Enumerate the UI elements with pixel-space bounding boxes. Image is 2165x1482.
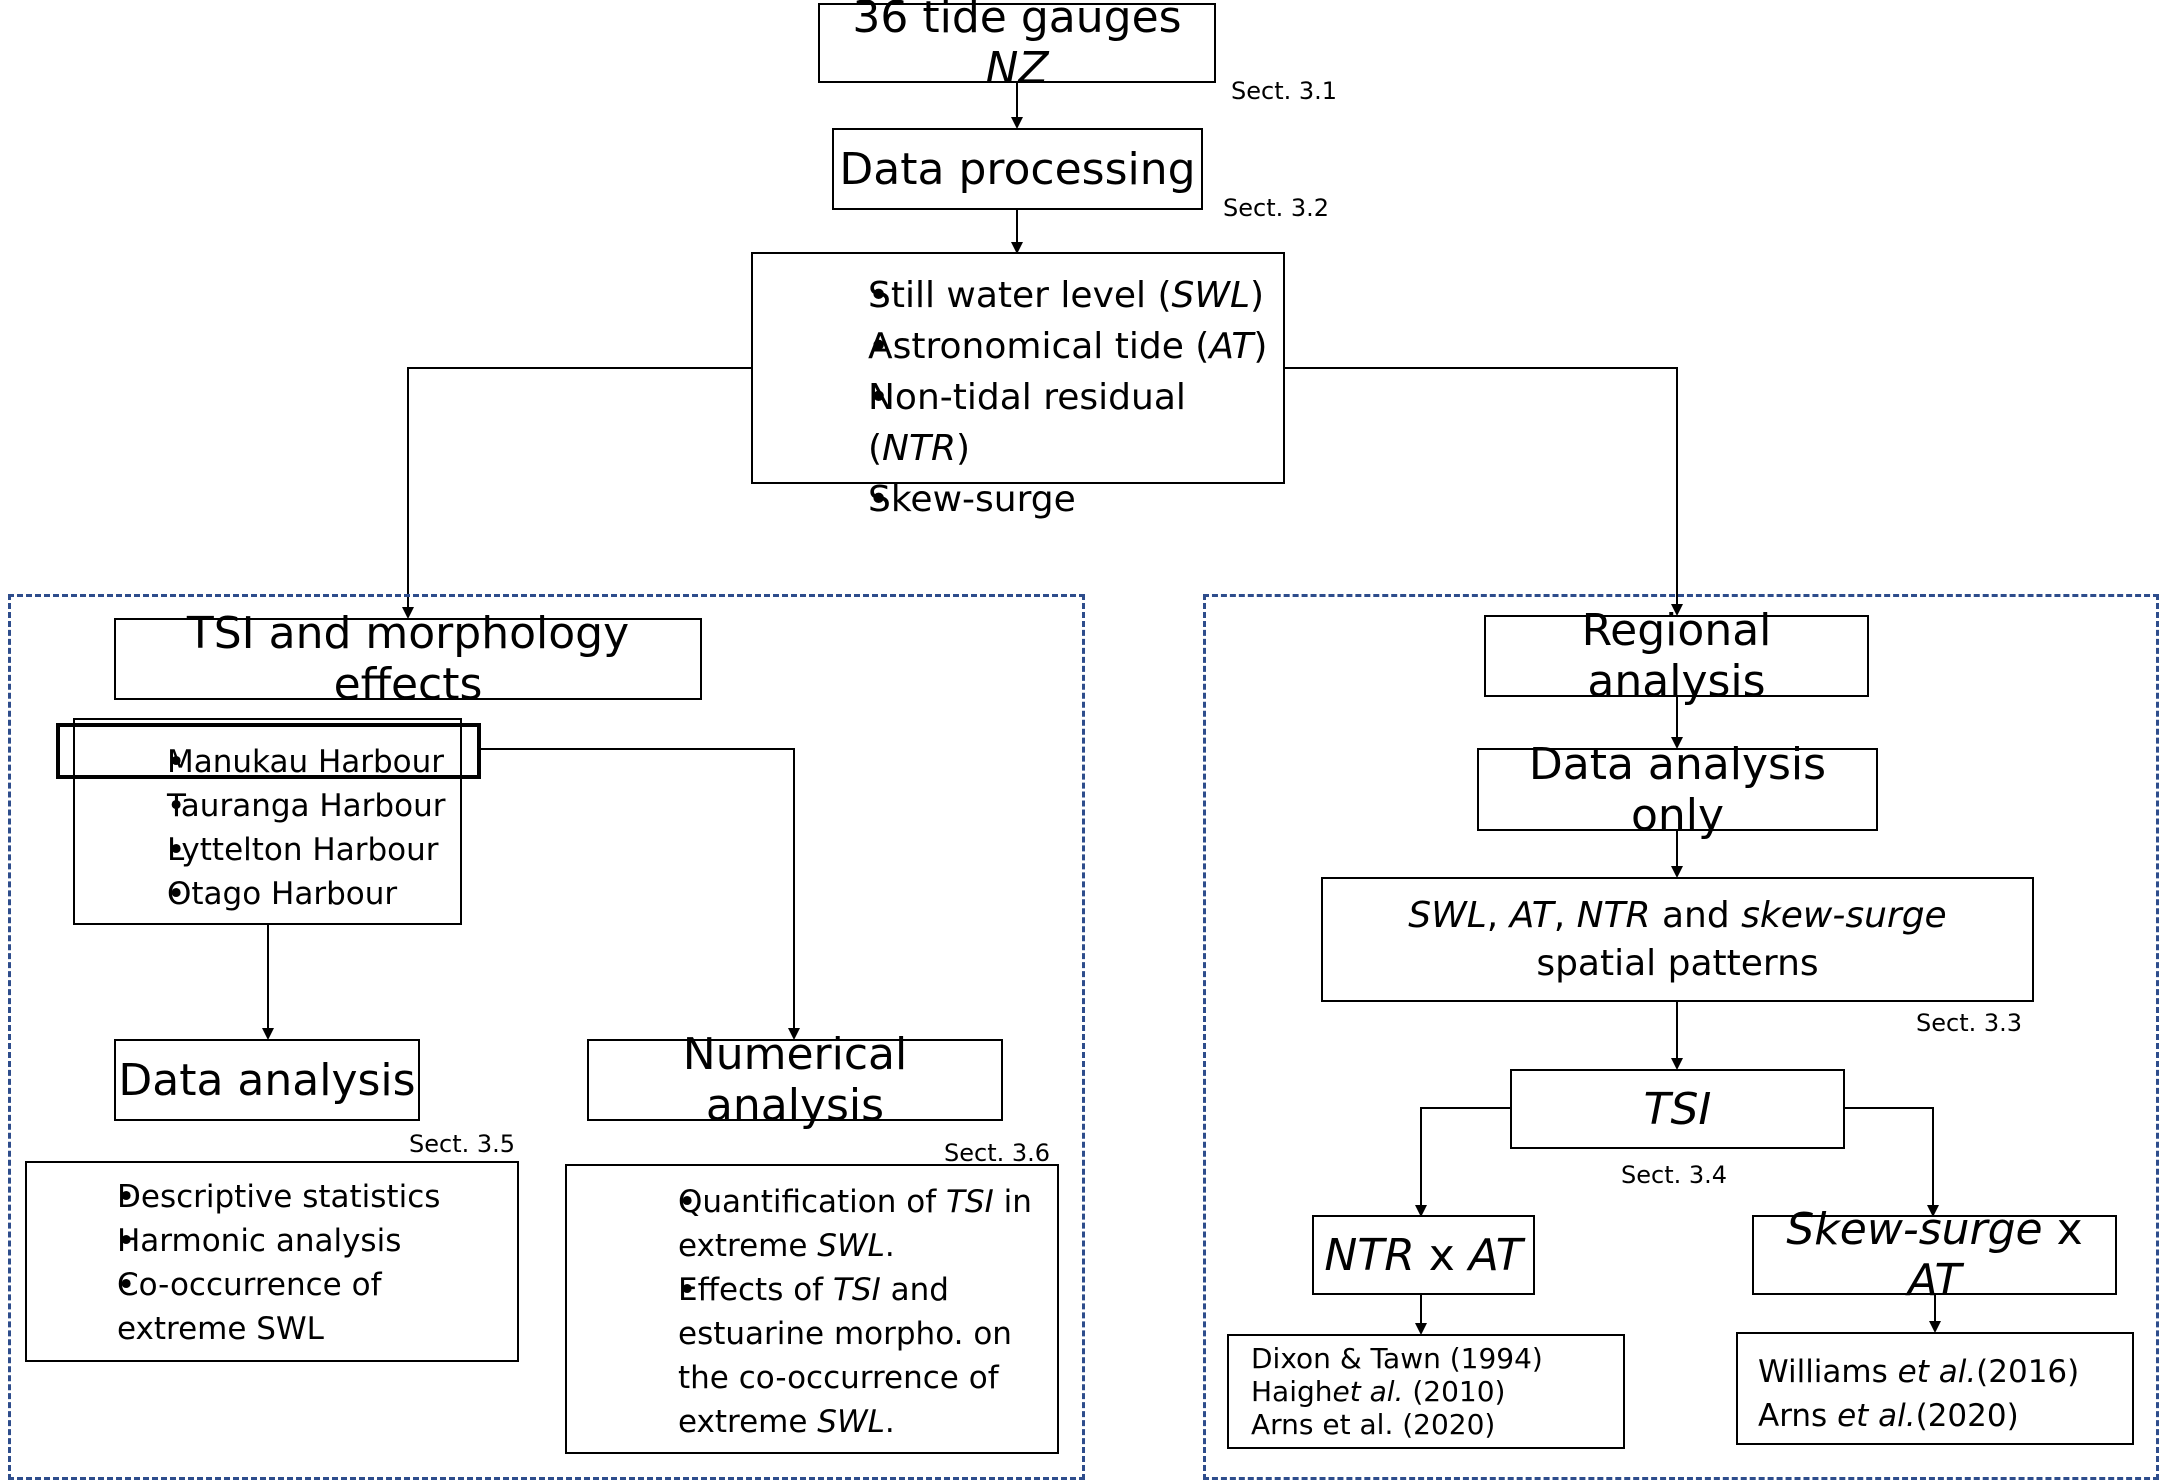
ref-item: Arns et al.(2020)	[1758, 1398, 2019, 1434]
sect-3-4: Sect. 3.4	[1621, 1161, 1728, 1189]
harbour-item: Otago Harbour	[97, 872, 460, 916]
data-item: Harmonic analysis	[47, 1219, 507, 1263]
numerical-item: Quantification of TSI in extreme SWL.	[587, 1180, 1047, 1268]
refs-right-box: Williams et al.(2016) Arns et al.(2020)	[1736, 1332, 2134, 1445]
regional-analysis-box: Regional analysis	[1484, 605, 1869, 707]
ref-item: Arns et al. (2020)	[1251, 1408, 1496, 1441]
data-analysis-box: Data analysis	[114, 1039, 420, 1121]
left-region	[8, 594, 1085, 1480]
harbours-list: Manukau Harbour Tauranga Harbour Lyttelt…	[97, 740, 460, 916]
right-region	[1203, 594, 2159, 1480]
variable-item: Astronomical tide (AT)	[777, 321, 1283, 372]
data-processing-box: Data processing	[832, 128, 1203, 210]
ref-item: Dixon & Tawn (1994)	[1251, 1342, 1543, 1375]
data-item: Descriptive statistics	[47, 1175, 507, 1219]
numerical-item: Effects of TSI and estuarine morpho. on …	[587, 1268, 1047, 1444]
arrow-manukau-to-numerical	[481, 748, 800, 1040]
gauges-text: 36 tide gauges	[852, 0, 1182, 43]
harbours-box: Manukau Harbour Tauranga Harbour Lyttelt…	[73, 718, 462, 925]
data-item: Co-occurrence of extreme SWL	[47, 1263, 507, 1351]
sect-3-2: Sect. 3.2	[1223, 194, 1330, 222]
arrow-variables-to-right	[1285, 367, 1683, 616]
ntr-at-box: NTR x AT	[1312, 1215, 1535, 1295]
arrow-variables-to-left	[402, 367, 751, 619]
ref-item: Haighet al. (2010)	[1251, 1375, 1506, 1408]
ref-item: Williams et al.(2016)	[1758, 1354, 2080, 1390]
gauges-italic: NZ	[985, 43, 1049, 94]
tsi-morphology-box: TSI and morphology effects	[114, 608, 702, 710]
harbour-item: Manukau Harbour	[97, 740, 460, 784]
data-analysis-list: Descriptive statistics Harmonic analysis…	[47, 1175, 507, 1351]
harbour-item: Lyttelton Harbour	[97, 828, 460, 872]
skew-at-box: Skew-surge x AT	[1752, 1204, 2117, 1306]
arrow-tsi-to-ntr	[1415, 1107, 1510, 1217]
arrow-tsi-to-skew	[1845, 1107, 1939, 1217]
sect-3-1: Sect. 3.1	[1231, 77, 1338, 105]
variable-item: Non-tidal residual (NTR)	[777, 372, 1283, 474]
variables-box: Still water level (SWL) Astronomical tid…	[751, 252, 1285, 525]
variables-list: Still water level (SWL) Astronomical tid…	[777, 270, 1283, 525]
tsi-box: TSI	[1510, 1069, 1845, 1149]
numerical-items-box: Quantification of TSI in extreme SWL. Ef…	[565, 1164, 1059, 1454]
variable-item: Still water level (SWL)	[777, 270, 1283, 321]
data-analysis-items-box: Descriptive statistics Harmonic analysis…	[25, 1161, 519, 1362]
data-analysis-only-box: Data analysis only	[1477, 739, 1878, 841]
numerical-analysis-box: Numerical analysis	[587, 1029, 1003, 1131]
spatial-patterns-box: SWL, AT, NTR and skew-surge spatial patt…	[1321, 877, 2034, 1002]
numerical-list: Quantification of TSI in extreme SWL. Ef…	[587, 1180, 1047, 1444]
tide-gauges-box: 36 tide gauges NZ	[818, 0, 1216, 94]
variable-item: Skew-surge	[777, 474, 1283, 525]
sect-3-3: Sect. 3.3	[1916, 1009, 2023, 1037]
refs-left-box: Dixon & Tawn (1994) Haighet al. (2010) A…	[1227, 1334, 1625, 1449]
sect-3-5: Sect. 3.5	[409, 1130, 516, 1158]
sect-3-6: Sect. 3.6	[944, 1139, 1051, 1167]
harbour-item: Tauranga Harbour	[97, 784, 460, 828]
manukau-highlight	[56, 723, 481, 779]
